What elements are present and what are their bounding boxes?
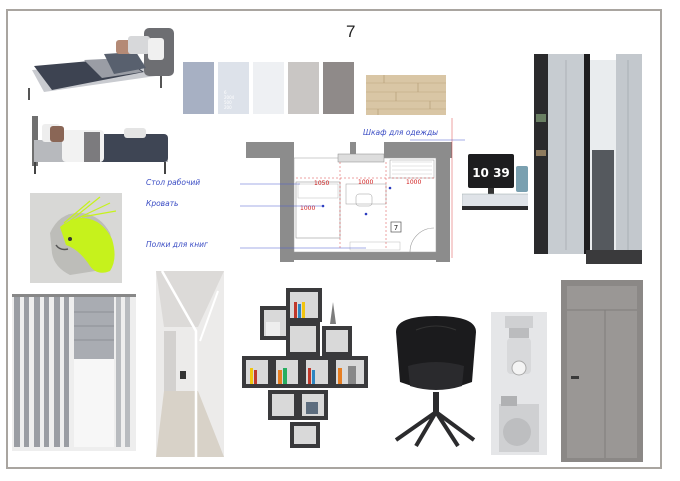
floor-plan: 7 1050 1000 1000 1000 [240,118,465,262]
curtains-image [12,294,136,451]
wood-sample-image [366,75,446,115]
bear-artwork-image [30,193,122,283]
bed-image-bottom [32,116,168,174]
color-swatch-1 [183,62,214,114]
door-image [561,280,643,462]
color-swatch-5 [323,62,354,114]
monitor-clock-text: 10 39 [472,166,510,180]
plan-label-bed: Кровать [146,199,179,208]
dimension-label-1: 1050 [314,180,329,187]
wardrobe-image [528,50,648,268]
color-swatch-4 [288,62,319,114]
plan-label-wardrobe: Шкаф для одежды [363,128,439,137]
plan-room-number: 7 [394,224,398,232]
chair-image [394,316,476,448]
page-number: 7 [346,22,356,41]
dimension-label-3: 1000 [406,179,421,186]
plan-label-desk: Стол рабочий [146,178,201,187]
corridor-image [156,271,224,457]
spotlight-image [491,312,547,455]
dimension-label-4: 1000 [300,205,315,212]
color-swatch-3 [253,62,284,114]
bookshelf-image [242,288,368,448]
dimension-label-2: 1000 [358,179,373,186]
plan-label-book-shelves: Полки для книг [146,240,208,249]
bed-image-top [28,28,174,100]
